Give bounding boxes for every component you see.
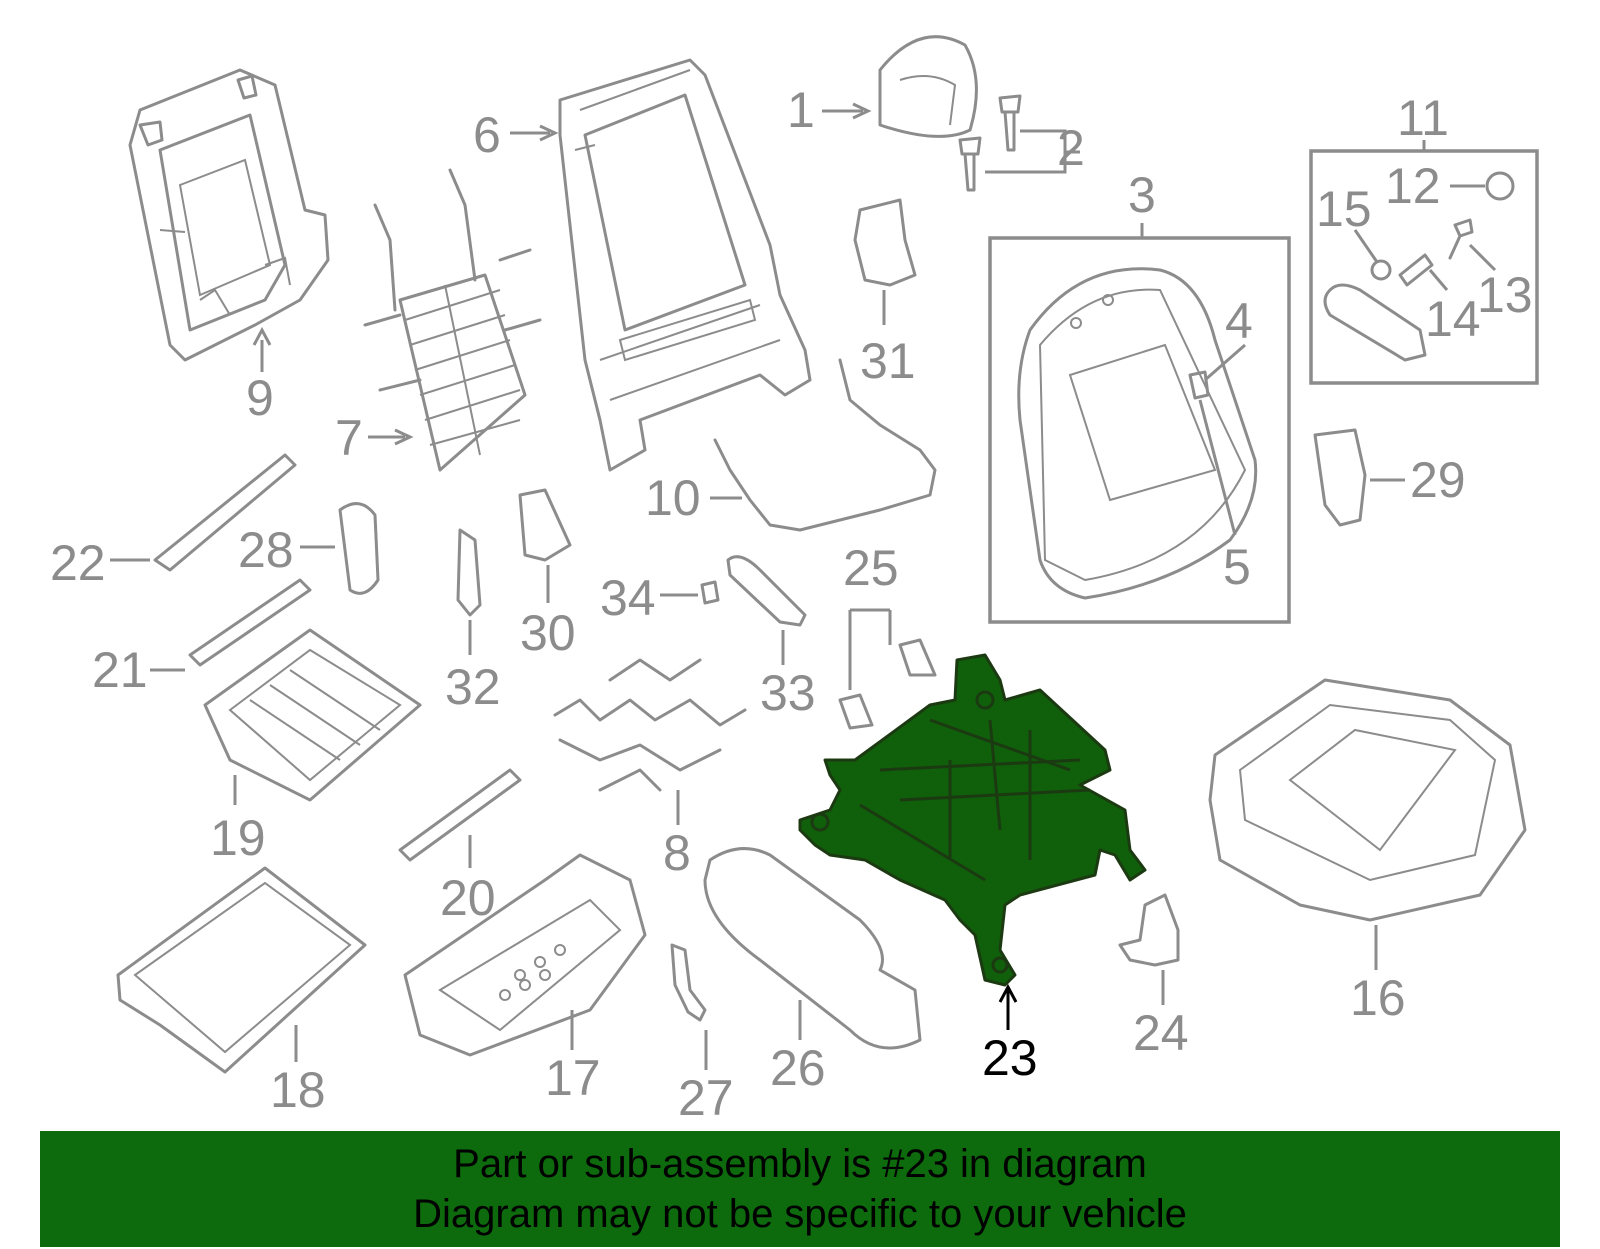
part-14-pin [1398,253,1434,287]
part-19-seat-pan [203,628,422,802]
callout-5: 5 [1223,539,1251,595]
callout-4: 4 [1225,293,1253,349]
part-8-spring [553,658,747,792]
part-30-cover [518,488,572,562]
callout-9: 9 [246,370,274,426]
leader-25 [848,608,892,690]
part-21-rail [188,578,312,667]
leader-5 [1198,399,1237,536]
arrow-9 [252,326,272,346]
callout-23: 23 [982,1030,1038,1086]
part-12-cap [1485,171,1515,201]
part-7-spring-mat [363,168,542,472]
leader-13 [1468,243,1497,272]
callout-17: 17 [545,1050,601,1106]
part-info-banner: Part or sub-assembly is #23 in diagram D… [40,1131,1560,1247]
part-22-rail [153,453,297,572]
part-9-seat-back-panel [128,68,330,362]
callout-21: 21 [92,642,148,698]
callout-30: 30 [520,605,576,661]
part-11-armrest [1323,283,1427,362]
arrow-7 [394,428,414,446]
callout-18: 18 [270,1062,326,1118]
part-16-cushion-cover [1208,678,1527,922]
part-25-clip-a [838,693,874,730]
callout-32: 32 [445,659,501,715]
callout-22: 22 [50,535,106,591]
part-10-cable [713,358,937,532]
part-28-cover [338,502,380,595]
leader-14 [1428,269,1449,291]
part-20-rail [398,768,522,862]
callout-7: 7 [335,410,363,466]
part-25-clip-b [898,638,937,677]
callout-27: 27 [678,1070,734,1126]
callout-25: 25 [843,540,899,596]
callout-2: 2 [1057,120,1085,176]
part-34-clip [700,580,720,605]
callout-10: 10 [645,470,701,526]
part-23-seat-adjuster [798,653,1147,987]
part-6-back-frame [558,58,812,472]
callout-31: 31 [860,333,916,389]
part-1-headrest [878,35,978,138]
callout-11: 11 [1397,90,1449,146]
part-24-bracket [1118,893,1180,967]
callout-12: 12 [1385,158,1441,214]
callout-13: 13 [1477,267,1533,323]
callout-34: 34 [600,570,656,626]
leader-4 [1204,343,1246,382]
part-3-back-cover [1017,267,1258,600]
callout-16: 16 [1350,970,1406,1026]
callout-1: 1 [787,82,815,138]
part-27-bracket [670,943,707,1022]
part-29-trim [1313,428,1367,527]
callout-8: 8 [663,825,691,881]
group-box-3 [988,236,1291,624]
callout-19: 19 [210,810,266,866]
callout-3: 3 [1128,167,1156,223]
callout-20: 20 [440,870,496,926]
part-18-pad [116,866,367,1074]
callout-15: 15 [1316,181,1372,237]
part-15-ring [1370,259,1392,281]
part-2-headrest-guides [958,94,1022,192]
callout-29: 29 [1410,452,1466,508]
part-13-bolt [1448,218,1474,260]
arrow-1 [852,102,872,120]
part-33-lever [726,555,807,627]
callout-6: 6 [473,107,501,163]
leader-15 [1353,229,1379,263]
part-17-cushion-frame [403,853,647,1057]
callout-28: 28 [238,522,294,578]
part-26-side-shield [703,847,922,1050]
callout-14: 14 [1425,291,1481,347]
callout-33: 33 [760,665,816,721]
part-31-cover [853,198,917,287]
callout-24: 24 [1133,1005,1189,1061]
leader-2 [985,129,1080,174]
banner-line-1: Part or sub-assembly is #23 in diagram [453,1142,1147,1186]
part-32-bracket [456,528,482,617]
banner-line-2: Diagram may not be specific to your vehi… [413,1192,1187,1236]
callout-26: 26 [770,1040,826,1096]
arrow-23 [998,983,1018,1003]
arrow-6 [539,124,559,142]
